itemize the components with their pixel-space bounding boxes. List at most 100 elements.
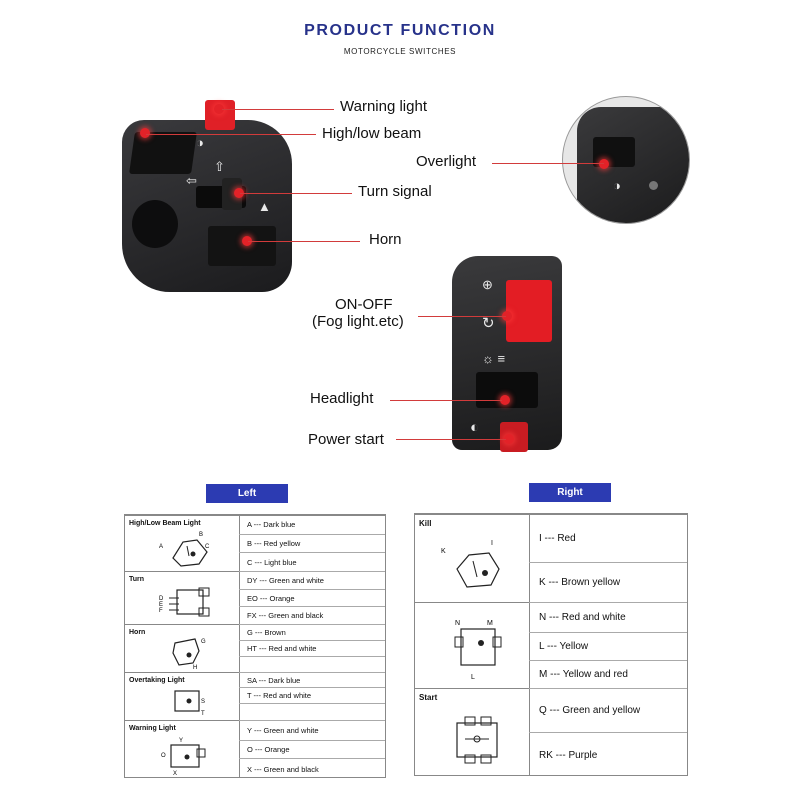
page-subtitle: MOTORCYCLE SWITCHES <box>343 47 457 56</box>
horn-button <box>208 226 276 266</box>
on-off-marker <box>502 311 512 321</box>
horn-leader <box>248 241 360 242</box>
power-start-marker <box>504 434 514 444</box>
right-wiring-table: Kill K I I --- Red K --- Brown yellow N … <box>414 513 688 776</box>
headlight-wiring-diagram: N M L <box>454 620 502 681</box>
section-title: Turn <box>129 576 145 583</box>
high-low-beam-marker <box>140 128 150 138</box>
right-section-kill: Kill K I <box>415 514 687 602</box>
turn-arrow-left-icon: ⇦ <box>186 173 197 188</box>
turn-signal-callout: Turn signal <box>358 183 432 200</box>
warning-light-callout: Warning light <box>340 98 427 115</box>
right-row: L --- Yellow <box>529 632 687 660</box>
diagram-letter-b: B <box>199 532 203 538</box>
high-low-beam-leader <box>146 134 316 135</box>
left-row: G --- Brown <box>239 624 385 640</box>
headlight-beam-icon: ☼ ≡ <box>482 351 506 366</box>
section-title: Start <box>419 693 438 702</box>
right-row: RK --- Purple <box>529 732 687 777</box>
diagram-letter-y: Y <box>179 738 183 744</box>
diagram-letter-f: F <box>159 608 163 614</box>
left-row-empty <box>239 703 385 720</box>
warning-light-wiring-diagram: Y O X <box>161 738 206 777</box>
left-row: B --- Red yellow <box>239 534 385 552</box>
diagram-letter-c: C <box>205 544 210 550</box>
left-row: SA --- Dark blue <box>239 672 385 687</box>
start-wiring-diagram <box>456 716 498 764</box>
left-section-high-low-beam: High/Low Beam Light A B C <box>125 515 385 571</box>
turn-signal-marker <box>234 188 244 198</box>
diagram-letter-k: K <box>441 548 446 555</box>
right-table-divider <box>529 514 530 775</box>
horn-marker <box>242 236 252 246</box>
warning-light-marker <box>214 104 224 114</box>
overtaking-light-wiring-diagram: S T <box>174 690 205 717</box>
left-row: Y --- Green and white <box>239 720 385 740</box>
kill-wiring-diagram: K I <box>441 540 500 588</box>
diagram-letter-l: L <box>471 674 475 681</box>
on-off-callout: ON-OFF <box>335 296 393 313</box>
diagram-letter-m: M <box>487 620 493 627</box>
section-title: Kill <box>419 519 432 528</box>
on-off-leader <box>418 316 506 317</box>
high-low-beam-wiring-diagram: A B C <box>159 532 210 567</box>
right-row: Q --- Green and yellow <box>529 688 687 732</box>
left-table-label: Left <box>206 484 288 503</box>
left-row: T --- Red and white <box>239 687 385 703</box>
horn-callout: Horn <box>369 231 402 248</box>
right-row: M --- Yellow and red <box>529 660 687 688</box>
section-title: Overtaking Light <box>129 677 185 684</box>
turn-signal-leader <box>240 193 352 194</box>
high-low-beam-callout: High/low beam <box>322 125 422 142</box>
diagram-letter-s: S <box>201 699 205 705</box>
headlight-marker <box>500 395 510 405</box>
left-row: EO --- Orange <box>239 589 385 606</box>
headlight-beam-icon: ◑ <box>196 135 204 150</box>
diagram-letter-t: T <box>201 711 205 717</box>
diagram-letter-n: N <box>455 620 460 627</box>
kill-icon: ⊕ <box>482 277 493 292</box>
headlight-callout: Headlight <box>310 390 374 407</box>
overlight-callout: Overlight <box>416 153 477 170</box>
left-row: DY --- Green and white <box>239 571 385 589</box>
turn-wiring-diagram: D E F <box>159 587 210 617</box>
diagram-letter-e: E <box>159 602 163 608</box>
turn-arrow-right-icon: ⇧ <box>214 159 225 174</box>
section-title: Warning Light <box>129 725 176 732</box>
turn-signal-knob <box>222 178 242 210</box>
headlight-leader <box>390 400 502 401</box>
power-start-leader <box>396 439 506 440</box>
right-row: K --- Brown yellow <box>529 562 687 602</box>
left-table-divider <box>239 515 240 777</box>
headlight-beam-icon: ◑ <box>613 178 621 193</box>
section-title: High/Low Beam Light <box>129 520 201 527</box>
diagram-letter-i: I <box>491 540 493 547</box>
diagram-letter-a: A <box>159 544 163 550</box>
handlebar-hole <box>132 200 178 248</box>
diagram-letter-h: H <box>193 665 197 671</box>
overlight-leader <box>492 163 604 164</box>
left-row: O --- Orange <box>239 740 385 758</box>
on-off-button <box>506 280 552 342</box>
left-row: X --- Green and black <box>239 758 385 779</box>
horn-wiring-diagram: G H <box>172 638 206 671</box>
screw <box>649 181 658 190</box>
right-row: N --- Red and white <box>529 602 687 632</box>
left-row: A --- Dark blue <box>247 520 296 529</box>
engine-start-icon: ◐ <box>470 419 480 436</box>
warning-light-leader <box>222 109 334 110</box>
diagram-letter-o: O <box>161 753 166 759</box>
high-low-beam-rocker <box>129 132 197 174</box>
left-row: HT --- Red and white <box>239 640 385 656</box>
right-row: I --- Red <box>539 532 576 544</box>
overlight-inset: ◑ <box>562 96 690 224</box>
left-row-empty <box>239 656 385 672</box>
horn-icon: ▲ <box>258 199 271 214</box>
left-row: C --- Light blue <box>239 552 385 571</box>
overlight-marker <box>599 159 609 169</box>
diagram-letter-d: D <box>159 596 164 602</box>
power-start-callout: Power start <box>308 431 384 448</box>
power-icon: ↻ <box>482 315 495 332</box>
left-row: FX --- Green and black <box>239 606 385 624</box>
diagram-letter-g: G <box>201 639 206 645</box>
